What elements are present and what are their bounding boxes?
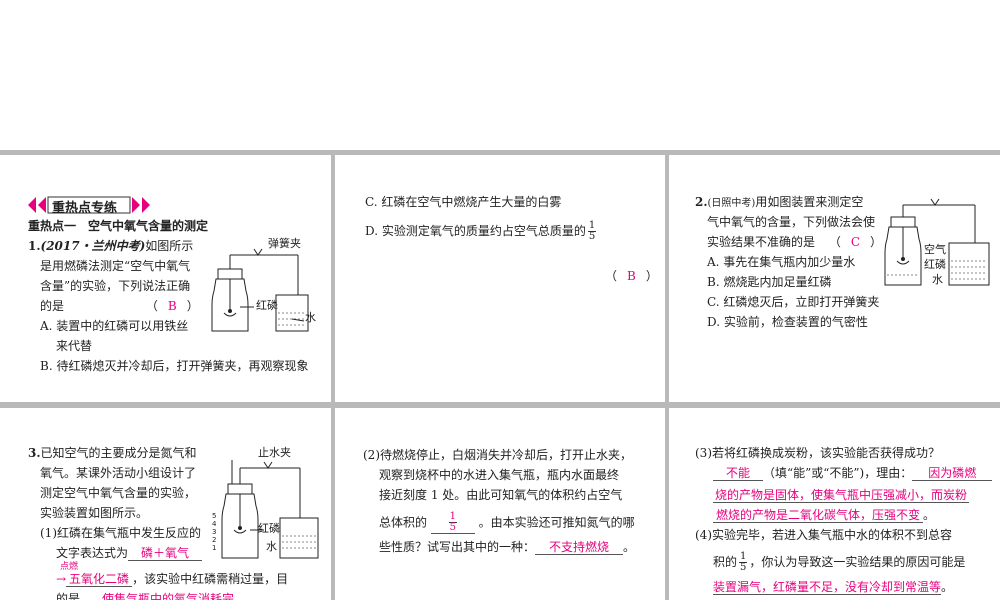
figure-label-air: 空气: [924, 243, 946, 256]
question-source: (日照中考): [707, 198, 756, 209]
sub-question-1-cont: →五氧化二磷，该实验中红磷需稍过量，目: [56, 572, 289, 587]
sub-question-2: (2)待燃烧停止，白烟消失并冷却后，打开止水夹，: [363, 448, 632, 462]
answer-blank: 使集气瓶中的氧气消耗完: [88, 592, 248, 600]
sub-question-1-expr: 文字表达式为磷＋氧气: [56, 546, 203, 561]
sub-question-1-purpose: 的是使集气瓶中的氧气消耗完: [56, 592, 248, 600]
figure-label-clip: 止水夹: [258, 446, 291, 459]
panel-q3-part2: (2)待燃烧停止，白烟消失并冷却后，打开止水夹， 观察到烧杯中的水进入集气瓶，瓶…: [335, 408, 665, 600]
option-d: D. 实验前，检查装置的气密性: [707, 315, 868, 329]
figure-label-clip: 弹簧夹: [268, 237, 301, 250]
answer-blank: 磷＋氧气: [128, 546, 203, 561]
option-c: C. 红磷在空气中燃烧产生大量的白雾: [365, 195, 562, 209]
column-separator: [331, 150, 335, 600]
section-banner: 重热点专练: [26, 195, 152, 216]
sub-question-3-line: 燃烧的产物是二氧化碳气体，压强不变。: [713, 508, 935, 523]
figure-label-phosphorus: 红磷: [924, 258, 946, 271]
option-b: B. 待红磷熄灭并冷却后，打开弹簧夹，再观察现象: [40, 359, 309, 373]
sub-question-2-line: 观察到烧杯中的水进入集气瓶，瓶内水面最终: [379, 468, 620, 482]
question-2-stem: 2.(日照中考)用如图装置来测定空: [695, 195, 864, 209]
question-number: 2.: [695, 195, 708, 209]
panel-q2: 2.(日照中考)用如图装置来测定空 气中氧气的含量，下列做法会使 实验结果不准确…: [669, 155, 1000, 402]
question-1-line: 的是 （B）: [40, 299, 199, 313]
reaction-condition: 点燃: [60, 562, 79, 572]
section-subtitle: 重热点一 空气中氧气含量的测定: [28, 219, 209, 233]
sub-question-4-answer: 装置漏气，红磷量不足，没有冷却到常温等。: [713, 580, 954, 595]
sub-question-2-line: 些性质？试写出其中的一种：不支持燃烧。: [379, 540, 636, 555]
apparatus-figure: [221, 460, 319, 559]
question-1-stem: 1.(2017・兰州中考)如图所示: [28, 239, 194, 253]
question-number: 3.: [28, 446, 41, 460]
answer-blank: 五氧化二磷: [66, 572, 133, 587]
question-2-line: 实验结果不准确的是 （C）: [707, 235, 883, 249]
answer-blank: 不支持燃烧: [535, 540, 624, 555]
sub-question-3-line: 烧的产物是固体，使集气瓶中压强减小，而炭粉: [713, 488, 969, 503]
option-a: A. 事先在集气瓶内加少量水: [707, 255, 856, 269]
panel-q3-part1: 3.已知空气的主要成分是氮气和 氧气。某课外活动小组设计了 测定空气中氧气含量的…: [0, 408, 331, 600]
answer-blank: 不能: [713, 466, 763, 481]
question-3-line: 实验装置如图所示。: [40, 506, 149, 520]
option-b: B. 燃烧匙内加足量红磷: [707, 275, 832, 289]
separator-top: [0, 150, 1000, 155]
sub-question-3-line: 不能（填“能”或“不能”)，理由：因为磷燃: [713, 466, 993, 481]
sub-question-1: (1)红磷在集气瓶中发生反应的: [40, 526, 201, 540]
panel-q3-part3: (3)若将红磷换成炭粉，该实验能否获得成功？ 不能（填“能”或“不能”)，理由：…: [669, 408, 1000, 600]
option-a-cont: 来代替: [56, 339, 93, 353]
answer-blank: 装置漏气，红磷量不足，没有冷却到常温等: [713, 580, 942, 595]
answer-choice: B: [167, 299, 177, 313]
sub-question-4: (4)实验完毕，若进入集气瓶中水的体积不到总容: [695, 528, 952, 542]
question-2-line: 气中氧气的含量，下列做法会使: [707, 215, 876, 229]
section-banner-title: 重热点专练: [52, 201, 118, 216]
question-3-stem: 3.已知空气的主要成分是氮气和: [28, 446, 197, 460]
question-1-line: 含量”的实验，下列说法正确: [40, 279, 191, 293]
reaction-arrow: →: [56, 572, 67, 586]
question-number: 1.: [28, 239, 41, 253]
sub-question-2-line: 接近刻度 1 处。由此可知氧气的体积约占空气: [379, 488, 623, 502]
banner-decoration: [28, 196, 150, 214]
answer-blank: 燃烧的产物是二氧化碳气体，压强不变: [713, 508, 923, 523]
answer-blank: 因为磷燃: [912, 466, 993, 481]
question-source: (2017・兰州中考): [40, 239, 146, 253]
figure-label-water: 水: [305, 311, 316, 324]
answer-bracket: （B）: [605, 269, 658, 283]
separator-middle: [0, 402, 1000, 408]
question-3-line: 氧气。某课外活动小组设计了: [40, 466, 197, 480]
apparatus-figure: [211, 248, 309, 332]
answer-choice: B: [627, 269, 636, 283]
answer-blank: 烧的产物是固体，使集气瓶中压强减小，而炭粉: [713, 488, 969, 503]
column-separator: [665, 150, 669, 600]
apparatus-figure: [884, 198, 990, 286]
figure-label-phosphorus: 红磷: [258, 522, 280, 535]
figure-label-water: 水: [266, 540, 277, 553]
answer-choice: C: [850, 235, 861, 249]
figure-label-phosphorus: 红磷: [256, 299, 278, 312]
question-1-line: 是用燃磷法测定“空气中氧气: [40, 259, 191, 273]
option-a: A. 装置中的红磷可以用铁丝: [40, 319, 189, 333]
question-3-line: 测定空气中氧气含量的实验，: [40, 486, 197, 500]
sub-question-3: (3)若将红磷换成炭粉，该实验能否获得成功？: [695, 446, 940, 460]
figure-label-water: 水: [932, 273, 943, 286]
panel-q1-part1: 重热点专练 重热点一 空气中氧气含量的测定 1.(2017・兰州中考)如图所示 …: [0, 155, 331, 402]
option-c: C. 红磷熄灭后，立即打开弹簧夹: [707, 295, 880, 309]
figure-scale-marks: 5 4 3 2 1: [212, 512, 217, 552]
